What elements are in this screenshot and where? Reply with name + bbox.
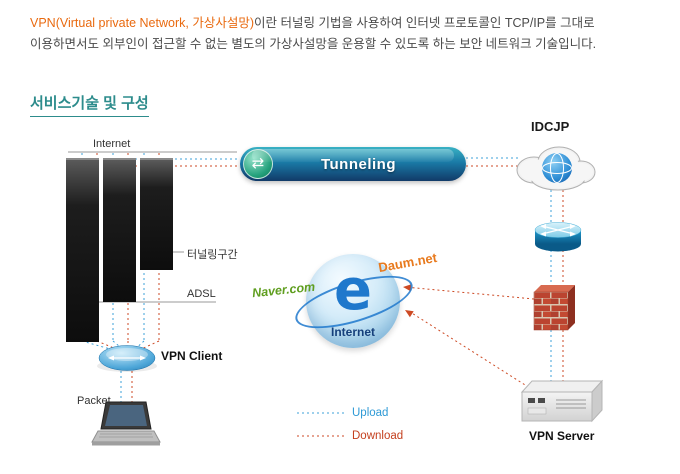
cloud-icon (516, 146, 596, 191)
idcjp-label: IDCJP (531, 119, 570, 134)
vpn-server-label: VPN Server (529, 429, 595, 443)
download-arrowheads (403, 284, 414, 318)
ie-logo-icon: e (334, 257, 372, 323)
internet-globe-label: Internet (330, 325, 375, 339)
intro-paragraph: VPN(Virtual private Network, 가상사설망)이란 터널… (30, 13, 654, 54)
internet-globe: e Internet (289, 254, 419, 348)
intro-highlight: VPN(Virtual private Network, 가상사설망) (30, 16, 254, 30)
hub-icon (97, 345, 157, 372)
section-heading: 서비스기술 및 구성 (30, 92, 149, 117)
server-icon (520, 379, 604, 423)
line-panel-2 (103, 158, 136, 302)
line-panel-1 (66, 158, 99, 342)
packet-label: Packet (77, 395, 111, 407)
firewall-icon (533, 285, 575, 331)
tunneling-banner: ⇄ Tunneling (240, 147, 466, 181)
tunneling-label: Tunneling (320, 155, 397, 173)
vpn-client-label: VPN Client (161, 349, 223, 363)
adsl-label: ADSL (187, 288, 216, 300)
globe-in-cloud-icon (542, 153, 572, 183)
intro-rest: 이란 터널링 기법을 사용하여 인터넷 프로토콜인 TCP/IP를 그대로 이용… (30, 16, 597, 51)
tunnel-swap-icon: ⇄ (243, 149, 273, 179)
tunnel-section-label: 터널링구간 (187, 249, 238, 261)
router-icon (534, 222, 582, 252)
line-panel-3 (140, 158, 173, 270)
legend-upload-label: Upload (352, 407, 389, 419)
laptop-icon (91, 401, 161, 446)
globe-sphere (306, 254, 400, 348)
legend-download-label: Download (352, 430, 404, 442)
internet-top-label: Internet (93, 138, 131, 150)
